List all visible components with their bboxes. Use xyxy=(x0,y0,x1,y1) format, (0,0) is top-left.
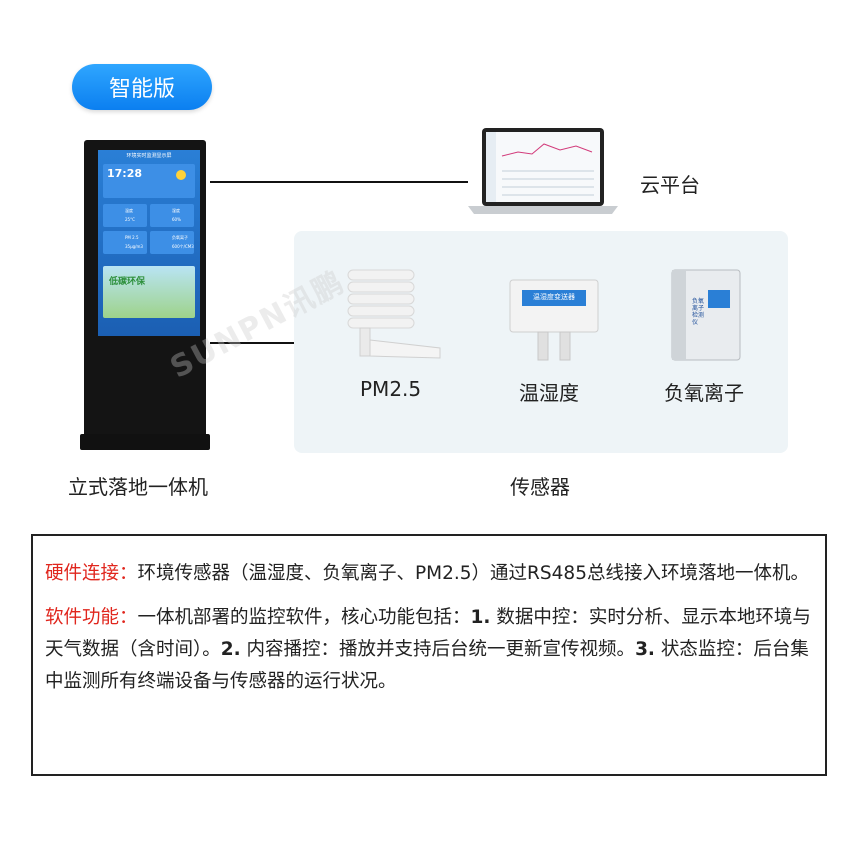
version-badge: 智能版 xyxy=(72,64,212,110)
tile-ion: 负氧离子 600个/CM3 xyxy=(150,231,194,254)
tile-temperature: 温度 25°C xyxy=(103,204,147,227)
sensor-label-temphum: 温湿度 xyxy=(519,381,579,405)
sensor-connector xyxy=(210,342,294,344)
kiosk-body: 环境实时监测显示屏 17:28 温度 25°C 湿度 60% PM 2.5 35… xyxy=(84,140,206,440)
pm-value: 35μg/m3 xyxy=(125,244,143,249)
cloud-label: 云平台 xyxy=(640,173,700,197)
kiosk-screen: 环境实时监测显示屏 17:28 温度 25°C 湿度 60% PM 2.5 35… xyxy=(98,150,200,336)
pm25-sensor-icon xyxy=(347,269,441,359)
hardware-title: 硬件连接： xyxy=(45,563,138,584)
feature-1-text: 数据中控：实时分析、显示本地环境与天气数据（含时间）。 xyxy=(45,607,811,660)
ad-banner: 低碳环保 xyxy=(103,266,195,318)
software-title: 软件功能： xyxy=(45,607,138,628)
feature-3-number: 3. xyxy=(635,639,655,660)
feature-1-number: 1. xyxy=(470,607,491,628)
software-intro: 一体机部署的监控软件，核心功能包括： xyxy=(137,607,471,628)
humidity-value: 60% xyxy=(172,217,181,222)
thermo-hygrometer-icon xyxy=(509,279,599,361)
feature-2-number: 2. xyxy=(220,639,241,660)
description-box: 硬件连接：环境传感器（温湿度、负氧离子、PM2.5）通过RS485总线接入环境落… xyxy=(31,534,827,776)
kiosk-stand xyxy=(80,434,210,450)
time-text: 17:28 xyxy=(107,167,143,180)
temp-label: 温度 xyxy=(125,208,133,213)
pm-label: PM 2.5 xyxy=(125,235,139,240)
feature-3-text: 状态监控：后台集中监测所有终端设备与传感器的运行状况。 xyxy=(45,639,809,692)
time-card: 17:28 xyxy=(103,164,195,198)
feature-2-text: 内容播控：播放并支持后台统一更新宣传视频。 xyxy=(240,639,636,660)
tile-humidity: 湿度 60% xyxy=(150,204,194,227)
kiosk-label: 立式落地一体机 xyxy=(68,475,208,499)
temp-value: 25°C xyxy=(125,217,135,222)
laptop-icon xyxy=(468,128,618,214)
sensor-label-ion: 负氧离子 xyxy=(664,381,744,405)
software-paragraph: 软件功能：一体机部署的监控软件，核心功能包括：1. 数据中控：实时分析、显示本地… xyxy=(45,602,813,698)
ion-detector-icon xyxy=(671,269,741,361)
screen-title: 环境实时监测显示屏 xyxy=(126,153,172,159)
ion-label: 负氧离子 xyxy=(172,235,188,240)
thermo-device-text: 温湿度变送器 xyxy=(533,293,575,301)
tile-pm25: PM 2.5 35μg/m3 xyxy=(103,231,147,254)
sensor-label-pm25: PM2.5 xyxy=(360,377,422,401)
hardware-paragraph: 硬件连接：环境传感器（温湿度、负氧离子、PM2.5）通过RS485总线接入环境落… xyxy=(45,558,813,590)
hardware-text: 环境传感器（温湿度、负氧离子、PM2.5）通过RS485总线接入环境落地一体机。 xyxy=(137,563,809,584)
ion-value: 600个/CM3 xyxy=(172,244,194,249)
ad-text: 低碳环保 xyxy=(109,277,146,287)
cloud-connector xyxy=(210,181,468,183)
ion-device-text: 负氧离子检测仪 xyxy=(692,298,705,326)
sensor-group-label: 传感器 xyxy=(510,475,570,499)
kiosk-device: 环境实时监测显示屏 17:28 温度 25°C 湿度 60% PM 2.5 35… xyxy=(80,140,210,452)
humidity-label: 湿度 xyxy=(172,208,180,213)
weather-sun-icon xyxy=(176,170,186,180)
